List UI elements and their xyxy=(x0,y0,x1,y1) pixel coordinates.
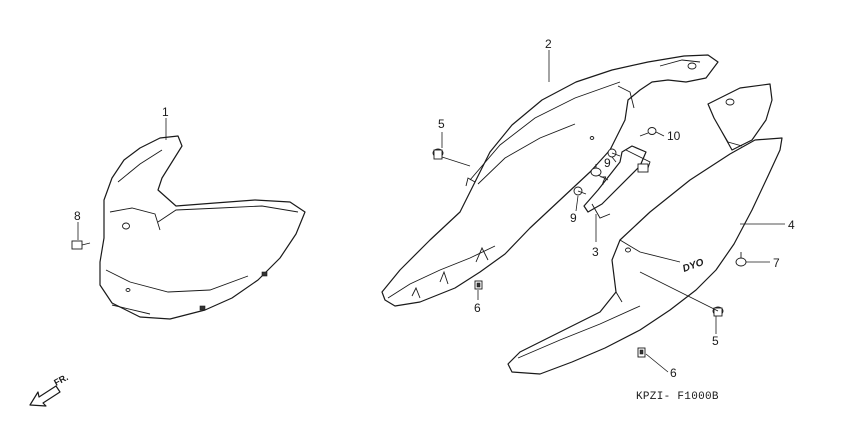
screw-8-hardware[interactable] xyxy=(71,240,91,250)
grommet-7-right-hardware[interactable] xyxy=(735,252,747,267)
screw-9-bottom-hardware[interactable] xyxy=(573,186,587,196)
clip-6-right-hardware[interactable] xyxy=(637,347,646,358)
clip-6-left-hardware[interactable] xyxy=(474,280,483,290)
callout-9-bottom: 9 xyxy=(570,211,577,225)
callout-7-right: 7 xyxy=(773,256,780,270)
front-cover-part[interactable] xyxy=(99,135,306,320)
callout-8: 8 xyxy=(74,209,81,223)
screw-9-top-hardware[interactable] xyxy=(607,148,621,158)
callout-10: 10 xyxy=(667,129,681,143)
callout-3: 3 xyxy=(592,245,599,259)
callout-6-left: 6 xyxy=(474,301,481,315)
left-side-cover-part[interactable] xyxy=(381,54,719,307)
front-direction-indicator: FR. xyxy=(29,372,70,407)
front-direction-label: FR. xyxy=(52,372,69,388)
screw-10-hardware[interactable] xyxy=(639,127,657,137)
callout-5-top: 5 xyxy=(438,117,445,131)
front-arrow-icon xyxy=(29,385,61,407)
callout-7-top: 7 xyxy=(600,174,607,188)
bolt-5-bottom-hardware[interactable] xyxy=(712,306,724,317)
callout-2: 2 xyxy=(545,37,552,51)
diagram-code: KPZI- F1000B xyxy=(636,391,719,403)
leader-lines xyxy=(77,50,785,373)
bolt-5-top-hardware[interactable] xyxy=(432,148,444,160)
right-side-cover-part[interactable]: DYO xyxy=(507,83,783,375)
callout-9-top: 9 xyxy=(604,156,611,170)
callout-4: 4 xyxy=(788,218,795,232)
callout-5-bottom: 5 xyxy=(712,334,719,348)
bracket-part[interactable] xyxy=(583,145,651,219)
grommet-7-top-hardware[interactable] xyxy=(590,164,602,177)
callout-1: 1 xyxy=(162,105,169,119)
callout-6-right: 6 xyxy=(670,366,677,380)
